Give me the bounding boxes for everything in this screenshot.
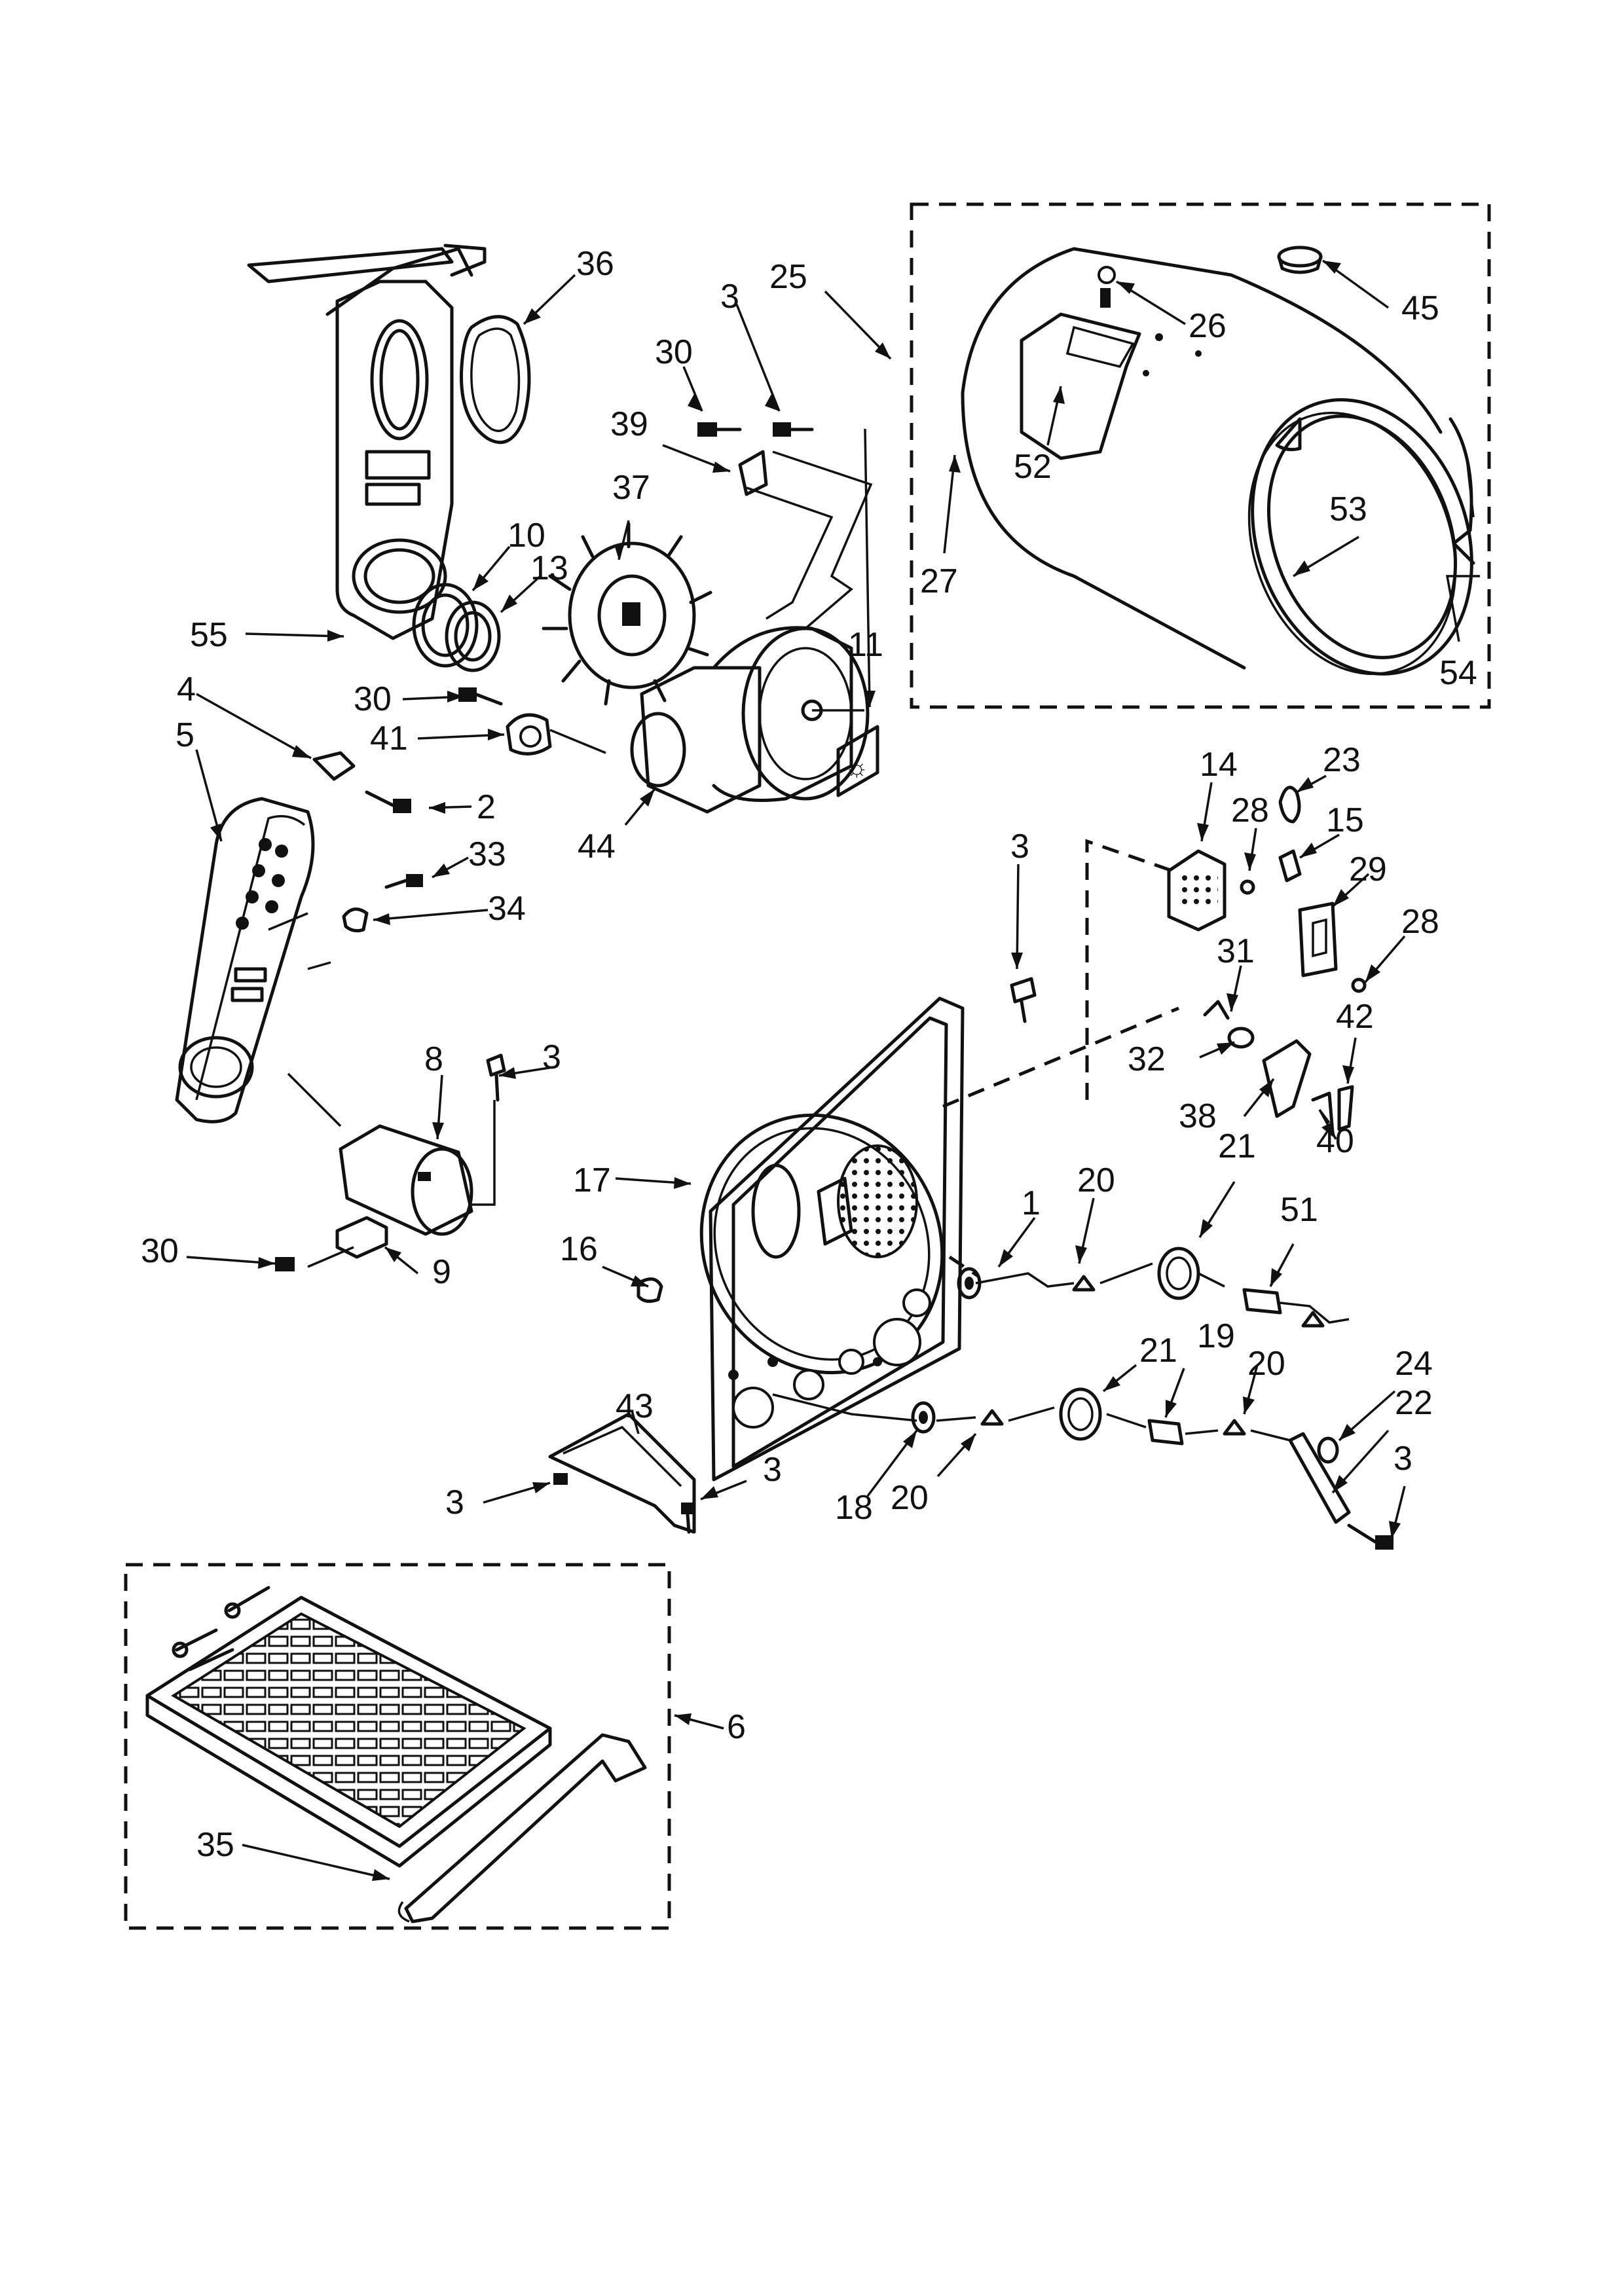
callout-6: 6 (727, 1708, 746, 1746)
drum-group-box (910, 202, 1491, 709)
callout-33: 33 (468, 835, 506, 873)
callout-41: 41 (370, 720, 408, 757)
bearing-10-and-13 (412, 583, 501, 672)
callout-16: 16 (560, 1230, 598, 1268)
callout-34: 34 (488, 890, 526, 928)
callout-30b: 30 (354, 680, 392, 718)
glide-45 (1277, 246, 1323, 274)
callout-14: 14 (1200, 746, 1238, 784)
callout-45: 45 (1401, 289, 1439, 327)
blower-wheel-37 (542, 522, 712, 706)
callout-52: 52 (1014, 448, 1052, 486)
callout-44: 44 (578, 828, 616, 866)
callout-35: 35 (196, 1826, 234, 1864)
callout-30: 30 (655, 333, 693, 371)
callout-24: 24 (1395, 1345, 1433, 1383)
callout-26: 26 (1189, 307, 1227, 345)
callout-29: 29 (1349, 850, 1387, 888)
blower-housing-5 (175, 797, 331, 1123)
callout-3c: 3 (542, 1038, 561, 1076)
callout-54: 54 (1439, 654, 1477, 692)
fuse-9 (275, 1216, 388, 1271)
callout-19: 19 (1197, 1317, 1235, 1355)
callout-5: 5 (175, 716, 194, 754)
callout-3e: 3 (445, 1484, 464, 1522)
callout-42: 42 (1336, 998, 1374, 1036)
callout-1: 1 (1022, 1184, 1041, 1222)
svg-text:☼: ☼ (845, 753, 869, 782)
callout-25: 25 (769, 258, 807, 296)
belt-outline (746, 450, 873, 630)
callout-28b: 28 (1401, 903, 1439, 941)
heater-8 (287, 1072, 496, 1236)
callout-21: 21 (1218, 1127, 1256, 1165)
front-bulkhead-17 (699, 996, 965, 1482)
callout-38: 38 (1179, 1097, 1217, 1135)
drum-25 (961, 247, 1473, 676)
callout-40: 40 (1316, 1122, 1354, 1160)
callout-27: 27 (920, 562, 958, 600)
fastener-parts (312, 422, 1393, 1550)
leader-arrows (186, 259, 1480, 1881)
callout-20c: 20 (891, 1479, 929, 1517)
callout-labels: 36 3 30 39 37 10 13 55 4 5 2 33 34 30 41… (141, 245, 1477, 1864)
callout-30c: 30 (141, 1232, 179, 1270)
callout-2: 2 (477, 788, 496, 826)
callout-4: 4 (177, 670, 196, 708)
callout-22: 22 (1395, 1384, 1433, 1422)
seal-36 (460, 315, 531, 445)
rear-bulkhead (247, 244, 487, 640)
callout-17: 17 (573, 1161, 611, 1199)
callout-3: 3 (720, 278, 739, 316)
callout-21b: 21 (1139, 1332, 1177, 1370)
callout-18: 18 (835, 1489, 873, 1527)
callout-43: 43 (616, 1387, 654, 1425)
decal-11: ☼ (836, 725, 879, 797)
callout-36: 36 (576, 245, 614, 283)
rack-group-box (124, 1563, 671, 1930)
callout-32: 32 (1128, 1040, 1166, 1078)
callout-3d: 3 (1393, 1440, 1412, 1478)
callout-23: 23 (1323, 741, 1361, 779)
callout-37: 37 (612, 469, 650, 507)
callout-20b: 20 (1247, 1345, 1285, 1383)
motor-44 (630, 626, 870, 814)
callout-31: 31 (1217, 932, 1255, 970)
callout-3f: 3 (763, 1451, 782, 1489)
callout-3b: 3 (1010, 828, 1029, 866)
callout-53: 53 (1329, 490, 1367, 528)
callout-20: 20 (1077, 1161, 1115, 1199)
rack-6 (145, 1586, 552, 1868)
callout-8: 8 (424, 1040, 443, 1078)
callout-55: 55 (190, 616, 228, 654)
callout-13: 13 (530, 549, 568, 587)
callout-9: 9 (432, 1253, 451, 1291)
callout-15: 15 (1326, 801, 1364, 839)
callout-11: 11 (848, 626, 883, 664)
front-panel-43 (548, 1412, 696, 1534)
callout-10: 10 (507, 517, 545, 555)
rail-35 (397, 1733, 647, 1923)
callout-28: 28 (1231, 792, 1269, 829)
callout-39: 39 (610, 405, 648, 443)
callout-51: 51 (1280, 1191, 1318, 1229)
